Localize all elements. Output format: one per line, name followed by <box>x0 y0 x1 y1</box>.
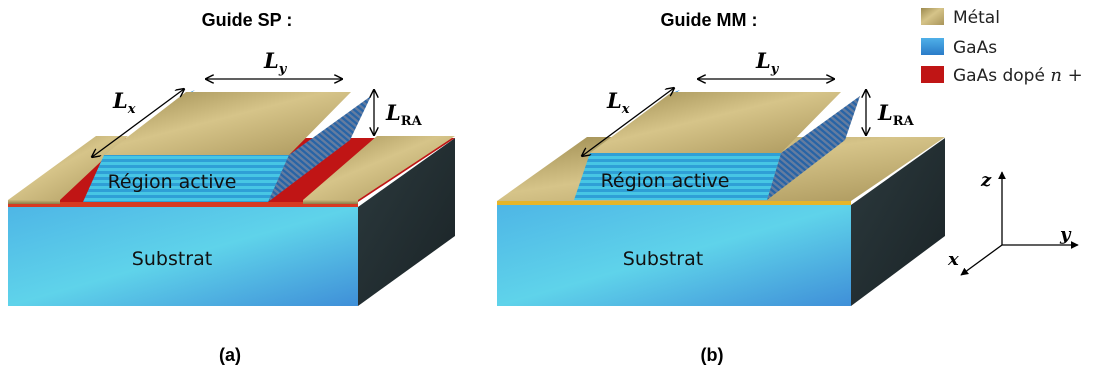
lx-label-a: Lx <box>112 88 136 117</box>
ly-label-b: Ly <box>755 48 780 77</box>
x-axis-label: x <box>947 249 959 270</box>
panel-a-caption: (a) <box>219 345 241 365</box>
legend-label-metal: Métal <box>953 8 1000 28</box>
active-region-side-a <box>268 96 371 202</box>
substrate-label-b: Substrat <box>623 248 703 270</box>
panel-a-title: Guide SP : <box>202 10 293 30</box>
substrate-front-face-b <box>497 205 851 306</box>
legend-swatch-doped <box>921 66 944 83</box>
substrate-front-face-a <box>8 207 358 306</box>
legend: Métal GaAs GaAs dopé n + <box>921 8 1083 86</box>
metal-contact-left-front-a <box>8 200 60 204</box>
panel-a: Guide SP : Substrat Région active Ly Lx … <box>8 10 455 365</box>
legend-swatch-metal <box>921 8 944 25</box>
z-axis-label: z <box>980 170 992 191</box>
metal-ground-front-b <box>497 201 851 205</box>
lx-label-b: Lx <box>606 88 630 117</box>
legend-label-gaas: GaAs <box>953 38 997 58</box>
active-region-front-b <box>574 153 781 200</box>
active-region-front-a <box>83 155 289 202</box>
panel-b-caption: (b) <box>701 345 724 365</box>
panel-b-title: Guide MM : <box>661 10 758 30</box>
active-region-side-b <box>767 96 860 200</box>
x-axis <box>960 244 1003 276</box>
lx-arrow-b <box>582 88 674 156</box>
y-axis-label: y <box>1059 224 1072 245</box>
ly-label-a: Ly <box>263 48 288 77</box>
lra-label-b: LRA <box>877 100 915 129</box>
metal-contact-right-a <box>303 136 455 200</box>
metal-contact-right-front-a <box>303 200 358 204</box>
substrate-right-side-a <box>358 138 455 306</box>
legend-swatch-gaas <box>921 38 944 55</box>
substrate-label-a: Substrat <box>132 248 212 270</box>
active-region-label-b: Région active <box>601 170 730 192</box>
lra-label-a: LRA <box>385 100 423 129</box>
active-region-side-shade-b <box>767 96 860 200</box>
coordinate-axes: z y x <box>947 170 1079 276</box>
panel-b: Guide MM : Substrat Région active Ly Lx … <box>497 10 945 365</box>
legend-label-doped: GaAs dopé n + <box>953 65 1083 86</box>
substrate-right-side-b <box>851 138 945 306</box>
lx-arrow-a <box>92 89 184 157</box>
doped-layer-front-a <box>8 202 358 207</box>
active-region-side-shade-a <box>268 96 371 202</box>
active-region-label-a: Région active <box>108 171 237 193</box>
